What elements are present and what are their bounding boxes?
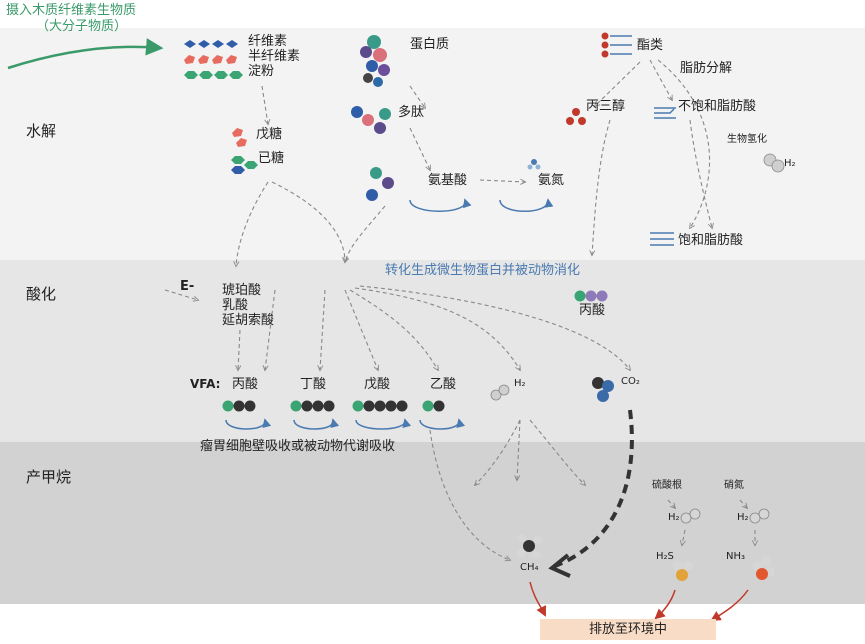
polysaccharide-list: 纤维素 半纤维素 淀粉 (248, 34, 300, 79)
lipolysis-label: 脂肪分解 (680, 61, 733, 76)
methanogenesis-band (0, 442, 865, 604)
hemicellulose-chain-icon (184, 55, 237, 64)
nh3-molecule-icon (752, 556, 775, 580)
vfa-co2-label: CO₂ (621, 376, 640, 387)
biohydrogenation-label: 生物氢化 (727, 134, 767, 145)
microbial-protein-note: 转化生成微生物蛋白并被动物消化 (385, 263, 581, 278)
saturated-fa-label: 饱和脂肪酸 (678, 233, 744, 248)
butyrate-molecule-icon (290, 400, 335, 412)
nitrate-label: 硝氮 (724, 480, 744, 491)
ch4-molecule-icon (516, 533, 543, 560)
ch4-label: CH₄ (520, 562, 539, 573)
pentose-label: 戊糖 (256, 127, 283, 142)
h2s-molecule-icon (673, 561, 693, 581)
h2-left-molecule-icon (680, 508, 701, 524)
succinate-label: 琥珀酸 (222, 283, 262, 298)
starch-label: 淀粉 (248, 64, 275, 79)
absorption-note: 瘤胃细胞壁吸收或被动物代谢吸收 (200, 439, 396, 454)
unsaturated-fa-icon (654, 107, 676, 119)
pentose-icon (232, 128, 247, 147)
valerate-molecule-icon (352, 400, 408, 412)
nh3-release-arrow (710, 589, 749, 622)
hydrolysis-band (0, 28, 865, 260)
vfa-prefix: VFA: (190, 377, 221, 391)
sulfate-label: 硫酸根 (652, 480, 682, 491)
hydrolysis-h2-label: H₂ (784, 158, 796, 169)
hemicellulose-label: 半纤维素 (248, 49, 301, 64)
electron-label: E- (180, 279, 195, 294)
h2-molecule-icon (763, 153, 785, 173)
h2s-release-arrow (654, 589, 676, 620)
ammonia-cycle-arrow (499, 198, 554, 212)
intermediate-acids-list: 琥珀酸 乳酸 延胡索酸 (222, 283, 274, 328)
amino-cycle-arrow (409, 198, 472, 212)
stage-methanogenesis: 产甲烷 (26, 468, 72, 486)
vfa-h2-label: H₂ (514, 378, 526, 389)
saturated-fa-icon (650, 232, 674, 246)
intake-subtitle: （大分子物质） (36, 19, 128, 34)
amino-acid-label: 氨基酸 (428, 173, 468, 188)
intake-arrow (7, 38, 164, 70)
h2-right-label: H₂ (737, 512, 749, 523)
protein-molecule-icon (360, 35, 390, 87)
lipids-label: 酯类 (637, 38, 664, 53)
vfa-loop-2 (293, 418, 340, 430)
protein-label: 蛋白质 (410, 37, 450, 52)
co2-molecule-icon (592, 377, 614, 402)
acetate-molecule-icon (422, 400, 445, 412)
h2s-label: H₂S (656, 551, 674, 562)
glycerol-molecule-icon (566, 108, 586, 125)
vfa-loop-1 (225, 418, 272, 430)
peptide-label: 多肽 (398, 105, 425, 120)
vfa-loop-4 (419, 418, 466, 430)
lactate-label: 乳酸 (222, 298, 249, 313)
propionate-molecule-icon (222, 400, 256, 412)
pyruvate-molecule-icon (574, 290, 608, 302)
ammonia-label: 氨氮 (538, 173, 565, 188)
cellulose-chain-icon (184, 40, 238, 48)
vfa-valerate-label: 戊酸 (364, 377, 391, 392)
vfa-butyrate-label: 丁酸 (300, 377, 327, 392)
vfa-loop-3 (355, 418, 412, 430)
pyruvate-label: 丙酸 (579, 303, 606, 318)
fumarate-label: 延胡索酸 (222, 313, 275, 328)
stage-acidogenesis: 酸化 (26, 285, 57, 303)
hexose-label: 已糖 (258, 151, 285, 166)
h2-left-label: H₂ (668, 512, 680, 523)
lipid-molecule-icon (601, 32, 632, 58)
ch4-release-arrow (529, 581, 546, 617)
stage-hydrolysis: 水解 (26, 122, 57, 140)
acidogenesis-band (0, 260, 865, 442)
flow-arrows (164, 59, 755, 560)
unsaturated-fa-label: 不饱和脂肪酸 (678, 99, 757, 114)
starch-chain-icon (184, 71, 243, 79)
environment-release-box: 排放至环境中 (540, 619, 716, 640)
h2-vfa-icon (490, 384, 510, 401)
intake-title: 摄入木质纤维素生物质 (6, 3, 137, 18)
cellulose-label: 纤维素 (248, 34, 288, 49)
hexose-icon (231, 156, 258, 174)
co2-to-ch4-arrow (554, 409, 634, 568)
nh3-label: NH₃ (726, 551, 746, 562)
vfa-acetate-label: 乙酸 (430, 377, 457, 392)
amino-acid-molecule-icon (366, 167, 394, 201)
ammonia-small-icon (527, 159, 541, 170)
co2-to-ch4-arrowhead (548, 553, 571, 578)
glycerol-label: 丙三醇 (586, 99, 626, 114)
peptide-molecule-icon (351, 106, 391, 134)
h2-right-molecule-icon (749, 508, 770, 524)
vfa-propionate-label: 丙酸 (232, 377, 259, 392)
